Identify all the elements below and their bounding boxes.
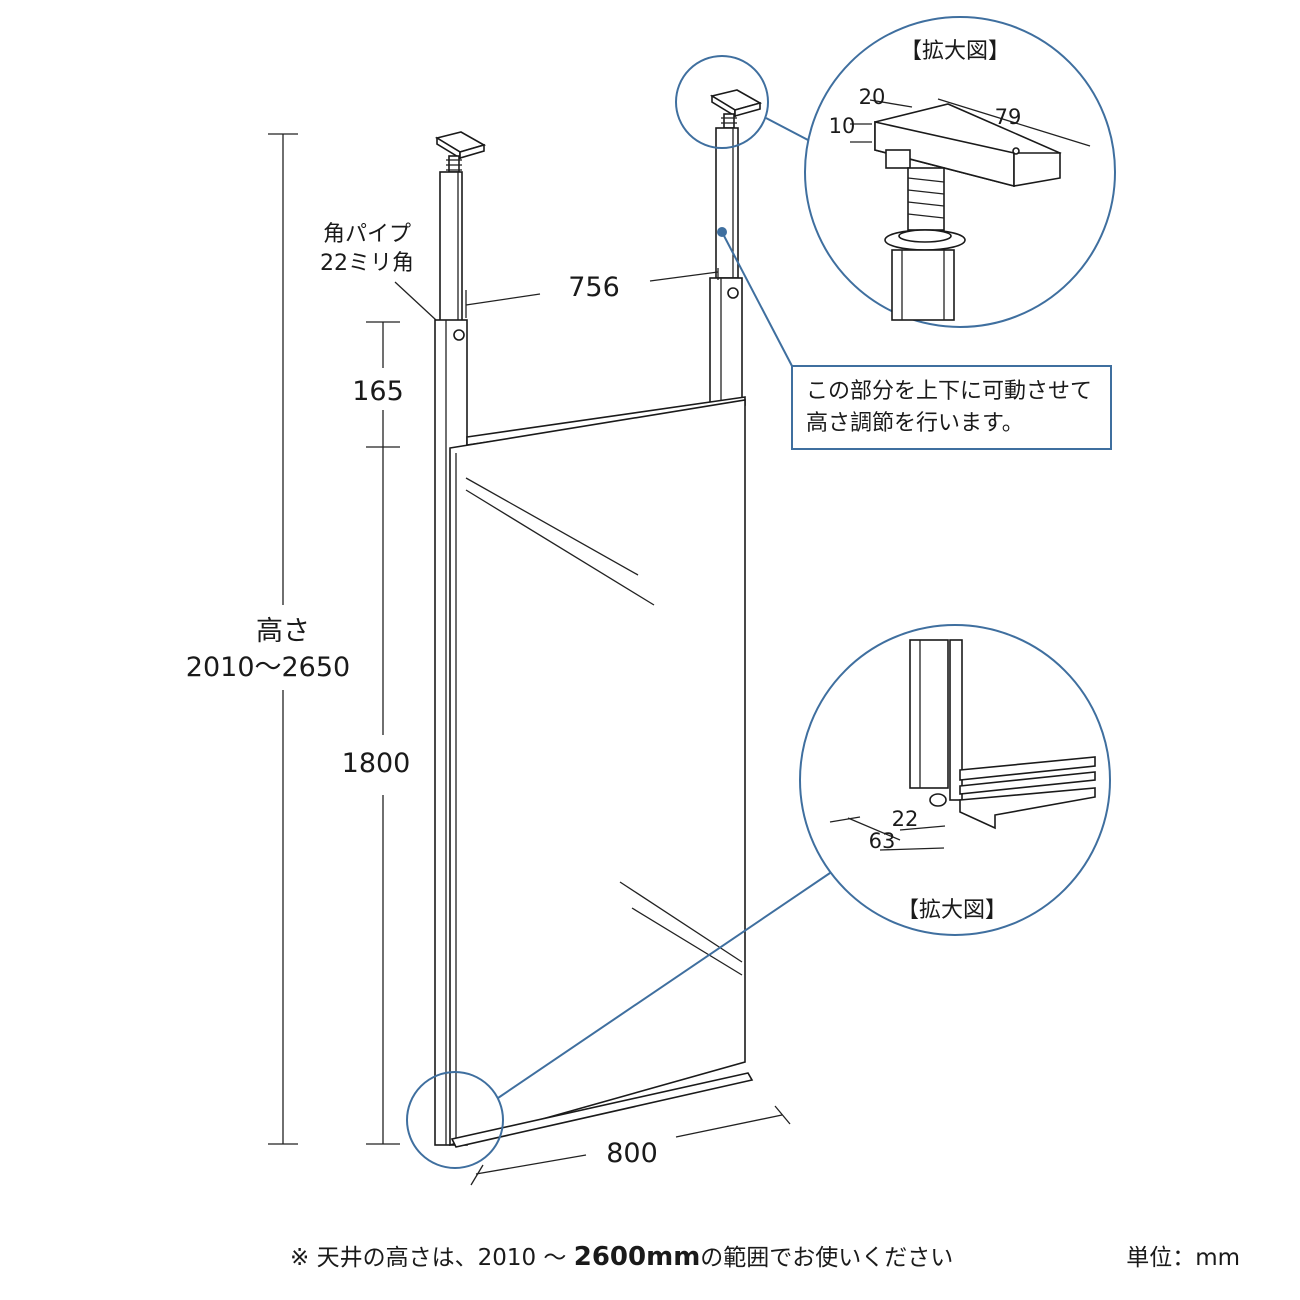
- pipe-label-line1: 角パイプ: [323, 222, 411, 247]
- upper-gap-label: 165: [352, 376, 404, 407]
- top-zoom-dim-20: 20: [859, 85, 886, 109]
- footer-bold: 2600mm: [574, 1242, 701, 1272]
- footer-prefix: ※ 天井の高さは、2010 〜: [290, 1245, 574, 1271]
- right-pole: [709, 89, 763, 404]
- panel: [449, 396, 754, 1148]
- pipe-label-leader: [394, 281, 437, 321]
- adjust-point-leader: [721, 231, 793, 367]
- top-width-label: 756: [568, 272, 620, 303]
- bottom-zoom-dim-22: 22: [892, 807, 919, 831]
- callout-line1: この部分を上下に可動させて: [806, 379, 1092, 404]
- top-zoom-marker: [675, 55, 769, 149]
- top-zoom-dim-10: 10: [829, 114, 856, 138]
- top-width-dimension: [465, 268, 719, 318]
- unit-label: 単位：mm: [1126, 1245, 1240, 1271]
- bottom-zoom-marker: [406, 1071, 504, 1169]
- bottom-zoom-detail: [799, 624, 1111, 936]
- height-label: 高さ: [256, 616, 310, 647]
- top-zoom-connector: [765, 117, 809, 141]
- bottom-width-dimension: [470, 1105, 791, 1186]
- height-dimension: [268, 133, 298, 1145]
- top-zoom-dim-79: 79: [995, 105, 1022, 129]
- bottom-zoom-dim-63: 63: [869, 829, 896, 853]
- inner-dimension-lines: [366, 321, 400, 1145]
- callout-box: [791, 365, 1112, 450]
- bottom-width-label: 800: [606, 1138, 658, 1169]
- footer-suffix: の範囲でお使いください: [700, 1245, 953, 1271]
- callout-line2: 高さ調節を行います。: [806, 411, 1024, 436]
- top-zoom-detail: [804, 16, 1116, 328]
- bottom-zoom-title: 【拡大図】: [897, 898, 1007, 923]
- bottom-zoom-connector: [497, 872, 831, 1099]
- pipe-label-line2: 22ミリ角: [320, 251, 414, 276]
- height-range-label: 2010〜2650: [186, 652, 350, 683]
- panel-height-label: 1800: [342, 748, 411, 779]
- footer-note: ※ 天井の高さは、2010 〜 2600mmの範囲でお使いください: [290, 1242, 953, 1272]
- top-zoom-title: 【拡大図】: [900, 39, 1010, 64]
